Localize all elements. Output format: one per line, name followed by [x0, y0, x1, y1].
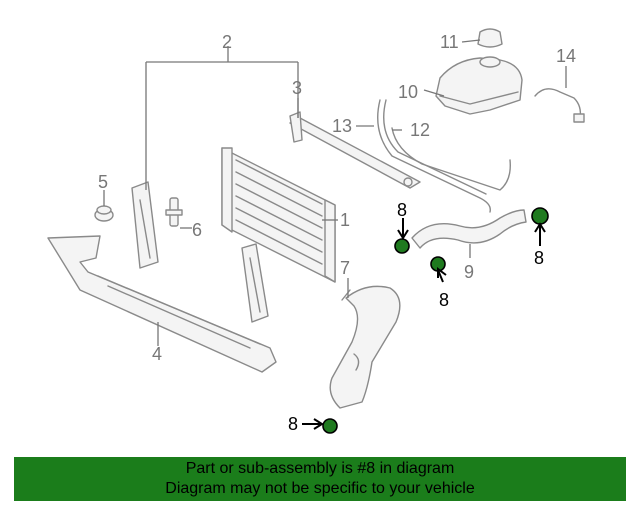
- callout-9: 9: [464, 262, 474, 282]
- callout-8-lower: 8: [288, 414, 298, 434]
- callout-3: 3: [292, 78, 302, 98]
- sensor-harness: [534, 88, 585, 123]
- callout-2: 2: [222, 32, 232, 52]
- upper-tie-bar: [289, 111, 421, 189]
- callout-10: 10: [398, 82, 418, 102]
- callout-8-center: 8: [439, 290, 449, 310]
- side-bracket-right: [241, 243, 269, 323]
- lower-support: [47, 235, 277, 373]
- parts-diagram: 2 3 1 4 5 6 7 9 10 11 12 13 14 8 8 8 8: [47, 28, 585, 434]
- reservoir-hose: [377, 99, 511, 213]
- bolt: [165, 197, 183, 227]
- lower-hose: [329, 285, 401, 409]
- side-bracket-left: [131, 181, 159, 269]
- radiator-hose: [411, 209, 527, 249]
- clamp-8-lower[interactable]: [322, 418, 338, 434]
- info-banner: Part or sub-assembly is #8 in diagram Di…: [14, 457, 626, 501]
- callout-11: 11: [440, 32, 459, 52]
- highlight-arrows: [302, 218, 546, 430]
- callout-8-upper-left: 8: [397, 200, 407, 220]
- radiator: [221, 147, 336, 283]
- callout-12: 12: [410, 120, 430, 140]
- callout-8-right: 8: [534, 248, 544, 268]
- callout-1: 1: [340, 210, 350, 230]
- callout-5: 5: [98, 172, 108, 192]
- clamp-8-right[interactable]: [531, 207, 549, 225]
- banner-line-1: Part or sub-assembly is #8 in diagram: [185, 460, 455, 477]
- callout-4: 4: [152, 344, 162, 364]
- callout-14: 14: [556, 46, 576, 66]
- clamp-8-upper-left[interactable]: [394, 238, 410, 254]
- bushing: [94, 205, 114, 222]
- coolant-reservoir: [435, 56, 523, 115]
- callout-7: 7: [340, 258, 350, 278]
- callout-6: 6: [192, 220, 202, 240]
- banner-line-2: Diagram may not be specific to your vehi…: [165, 480, 475, 497]
- leader-lines: [103, 39, 567, 346]
- callout-13: 13: [332, 116, 352, 136]
- reservoir-cap: [477, 28, 503, 48]
